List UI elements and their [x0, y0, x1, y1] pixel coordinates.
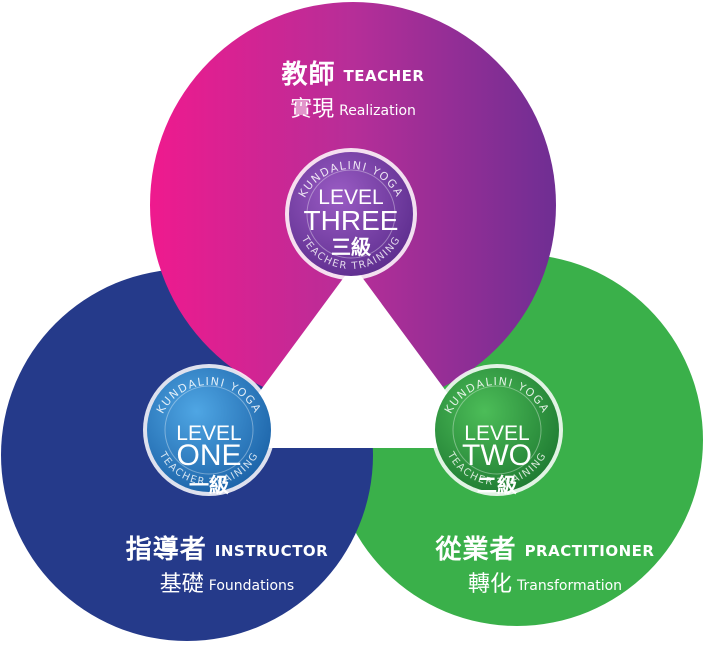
level-three-level: LEVEL: [318, 186, 383, 209]
level-two-badge: KUNDALINI YOGA TEACHER TRAINING LEVEL TW…: [431, 364, 563, 497]
practitioner-title: 從業者 PRACTITIONER: [395, 535, 695, 566]
teacher-title-en: TEACHER: [343, 67, 425, 85]
level-two-level: LEVEL: [464, 422, 529, 445]
instructor-subtitle-en: Foundations: [208, 578, 295, 594]
teacher-title-zh: 教師: [281, 60, 336, 90]
practitioner-subtitle-en: Transformation: [516, 578, 623, 594]
level-one-number-zh: 一級: [189, 473, 229, 497]
center-triangle: [218, 265, 488, 448]
teacher-title: 教師 TEACHER: [253, 60, 453, 91]
level-three-badge: KUNDALINI YOGA TEACHER TRAINING LEVEL TH…: [285, 148, 417, 280]
practitioner-subtitle-zh: 轉化: [467, 572, 512, 597]
level-one-badge: KUNDALINI YOGA TEACHER TRAINING LEVEL ON…: [143, 364, 275, 497]
level-one-level: LEVEL: [176, 422, 241, 445]
level-two-number: TWO: [462, 439, 532, 472]
teacher-subtitle-zh: 實現: [290, 97, 335, 122]
level-three-number: THREE: [304, 205, 399, 236]
practitioner-title-en: PRACTITIONER: [524, 542, 655, 560]
teacher-subtitle-en: Realization: [339, 103, 416, 119]
level-two-number-zh: 二級: [477, 473, 517, 497]
level-three-number-zh: 三級: [331, 235, 371, 259]
level-one-number: ONE: [176, 439, 241, 472]
instructor-subtitle-zh: 基礎: [159, 572, 204, 597]
instructor-title-zh: 指導者: [125, 535, 207, 565]
instructor-title-en: INSTRUCTOR: [214, 542, 329, 560]
practitioner-title-zh: 從業者: [435, 535, 517, 565]
instructor-title: 指導者 INSTRUCTOR: [92, 535, 362, 566]
